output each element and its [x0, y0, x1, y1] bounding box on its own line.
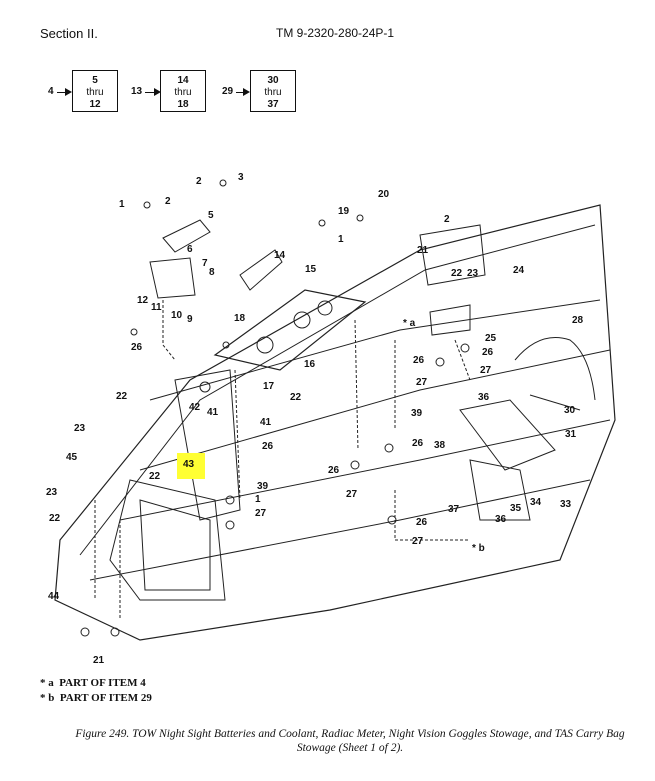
callout-26a: 26	[482, 347, 494, 358]
flow-box-1-from: 5	[92, 75, 98, 86]
callout-38: 38	[434, 440, 446, 451]
callout-23a: 23	[467, 268, 479, 279]
callout-1b: 1	[338, 234, 344, 245]
callout-26b: 26	[413, 355, 425, 366]
callout-22a: 22	[451, 268, 463, 279]
callout-21a: 21	[417, 245, 429, 256]
callout-30: 30	[564, 405, 576, 416]
callout-35: 36	[495, 514, 507, 525]
flow-box-3[interactable]: 30 thru 37	[250, 70, 296, 112]
legend-a: * a PART OF ITEM 4	[40, 677, 146, 689]
callout-12: 12	[137, 295, 149, 306]
flow-box-1[interactable]: 5 thru 12	[72, 70, 118, 112]
callout-26d: 26	[262, 441, 274, 452]
callout-14: 14	[274, 250, 286, 261]
legend-b-mark: * b	[40, 692, 55, 704]
legend-a-text: PART OF ITEM 4	[59, 677, 146, 689]
flow-arrow-1	[65, 88, 72, 96]
callout-37: 36	[478, 392, 490, 403]
flow-line-3	[236, 92, 244, 93]
callout-21b: 21	[93, 655, 105, 666]
callout-23b: 23	[74, 423, 86, 434]
callout-star-b: * b	[472, 543, 485, 554]
callout-20: 20	[378, 189, 390, 200]
callout-22c: 22	[116, 391, 128, 402]
flow-arrow-3	[243, 88, 250, 96]
callout-19: 19	[338, 206, 350, 217]
callout-44: 44	[48, 591, 60, 602]
callout-26f: 26	[328, 465, 340, 476]
flow-arrow-2	[154, 88, 161, 96]
callout-26g: 26	[416, 517, 428, 528]
figure-caption: Figure 249. TOW Night Sight Batteries an…	[75, 728, 625, 754]
callout-2c: 2	[444, 214, 450, 225]
flow-box-2[interactable]: 14 thru 18	[160, 70, 206, 112]
flow-box-1-to: 12	[89, 99, 101, 110]
callout-27b: 27	[416, 377, 428, 388]
callout-27c: 27	[255, 508, 267, 519]
legend-b-text: PART OF ITEM 29	[59, 692, 152, 704]
legend-a-mark: * a	[40, 677, 54, 689]
callout-39a: 39	[257, 481, 269, 492]
callout-41: 41	[207, 407, 219, 418]
flow-box-2-thru: thru	[174, 87, 192, 98]
flow-box-3-from: 30	[267, 75, 279, 86]
callout-7: 7	[202, 258, 208, 269]
callout-1a: 1	[119, 199, 125, 210]
flow-ref-3: 29	[222, 86, 234, 97]
callout-33: 34	[530, 497, 542, 508]
callout-24: 24	[513, 265, 525, 276]
flow-ref-2: 13	[131, 86, 143, 97]
callout-1c: 1	[255, 494, 261, 505]
flow-line-2	[145, 92, 155, 93]
callout-27d: 27	[346, 489, 358, 500]
callout-18: 18	[234, 313, 246, 324]
callout-32: 33	[560, 499, 572, 510]
callout-23c: 23	[46, 487, 58, 498]
callout-2b: 2	[196, 176, 202, 187]
callout-10: 10	[171, 310, 183, 321]
callout-6: 6	[187, 244, 193, 255]
callout-36: 37	[448, 504, 460, 515]
highlight-marker	[177, 453, 205, 479]
callout-40: 41	[260, 417, 272, 428]
callout-31: 31	[565, 429, 577, 440]
callout-3: 3	[238, 172, 244, 183]
callout-16: 16	[304, 359, 316, 370]
callout-15: 15	[305, 264, 317, 275]
callout-45: 45	[66, 452, 78, 463]
callout-26c: 26	[131, 342, 143, 353]
callout-5: 5	[208, 210, 214, 221]
callout-34: 35	[510, 503, 522, 514]
tm-number: TM 9-2320-280-24P-1	[276, 26, 395, 40]
callout-17: 17	[263, 381, 275, 392]
callout-22b: 22	[290, 392, 302, 403]
legend-b: * b PART OF ITEM 29	[40, 692, 152, 704]
callout-11: 11	[151, 302, 162, 313]
flow-box-2-to: 18	[177, 99, 189, 110]
callout-27a: 27	[480, 365, 492, 376]
callout-39b: 39	[411, 408, 423, 419]
callout-9: 9	[187, 314, 193, 325]
callout-star-a: * a	[403, 318, 416, 329]
callout-22d: 22	[149, 471, 161, 482]
callout-25: 25	[485, 333, 497, 344]
flow-line-1	[57, 92, 65, 93]
callout-22e: 22	[49, 513, 61, 524]
section-header: Section II.	[40, 26, 98, 41]
flow-ref-1: 4	[48, 86, 54, 97]
flow-box-3-thru: thru	[264, 87, 282, 98]
callout-42: 42	[189, 402, 201, 413]
flow-box-1-thru: thru	[86, 87, 104, 98]
callout-26e: 26	[412, 438, 424, 449]
callout-8: 8	[209, 267, 215, 278]
flow-box-3-to: 37	[267, 99, 279, 110]
highlighted-callout-43[interactable]: 43	[183, 459, 195, 470]
callout-27e: 27	[412, 536, 424, 547]
flow-box-2-from: 14	[177, 75, 189, 86]
callout-2a: 2	[165, 196, 171, 207]
callout-28: 28	[572, 315, 584, 326]
